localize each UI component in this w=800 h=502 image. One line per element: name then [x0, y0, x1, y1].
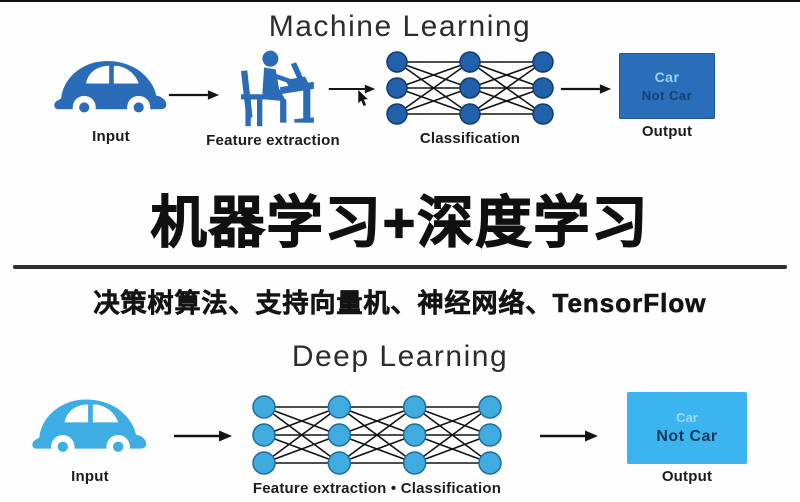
neural-network-icon — [386, 51, 554, 125]
arrow-right-icon — [168, 90, 220, 100]
dl-input-label: Input — [71, 468, 109, 485]
car-icon — [32, 399, 147, 459]
ml-feature-figure: Feature extraction — [203, 48, 343, 149]
ml-feature-label: Feature extraction — [206, 132, 340, 149]
dl-output-label: Output — [661, 468, 713, 485]
arrow-right-icon — [174, 430, 232, 442]
mouse-cursor-icon — [358, 90, 368, 107]
dl-input-figure: Input — [22, 392, 158, 485]
dl-output-notcar-text: Not Car — [656, 428, 718, 445]
person-at-desk-icon — [241, 50, 314, 127]
banner-subtitle: 决策树算法、支持向量机、神经网络、TensorFlow — [93, 288, 707, 319]
ml-section-title: Machine Learning — [268, 10, 532, 43]
dl-network-label: Feature extraction • Classification — [252, 480, 502, 497]
dl-section-title: Deep Learning — [291, 340, 509, 373]
ml-network-figure: Classification — [382, 50, 558, 147]
ml-output-car-text: Car — [654, 69, 680, 85]
ml-output-box: Car Not Car — [619, 53, 715, 119]
ml-output-notcar-text: Not Car — [641, 88, 693, 103]
ml-output-label: Output — [641, 123, 693, 140]
ml-output-figure: Car Not Car Output — [617, 53, 717, 140]
dl-output-box: Car Not Car — [627, 392, 747, 464]
arrow-right-icon — [328, 84, 376, 94]
neural-network-icon — [252, 395, 502, 475]
divider-line — [13, 265, 787, 269]
car-icon — [54, 60, 167, 119]
arrow-right-icon — [540, 430, 598, 442]
ml-classification-label: Classification — [419, 130, 521, 147]
banner-headline: 机器学习+深度学习 — [150, 190, 650, 254]
ml-input-figure: Input — [45, 54, 177, 145]
dl-output-car-text: Car — [676, 410, 698, 425]
dl-network-figure: Feature extraction • Classification — [248, 394, 506, 497]
dl-output-figure: Car Not Car Output — [624, 392, 750, 485]
arrow-right-icon — [560, 84, 612, 94]
ml-input-label: Input — [92, 128, 130, 145]
